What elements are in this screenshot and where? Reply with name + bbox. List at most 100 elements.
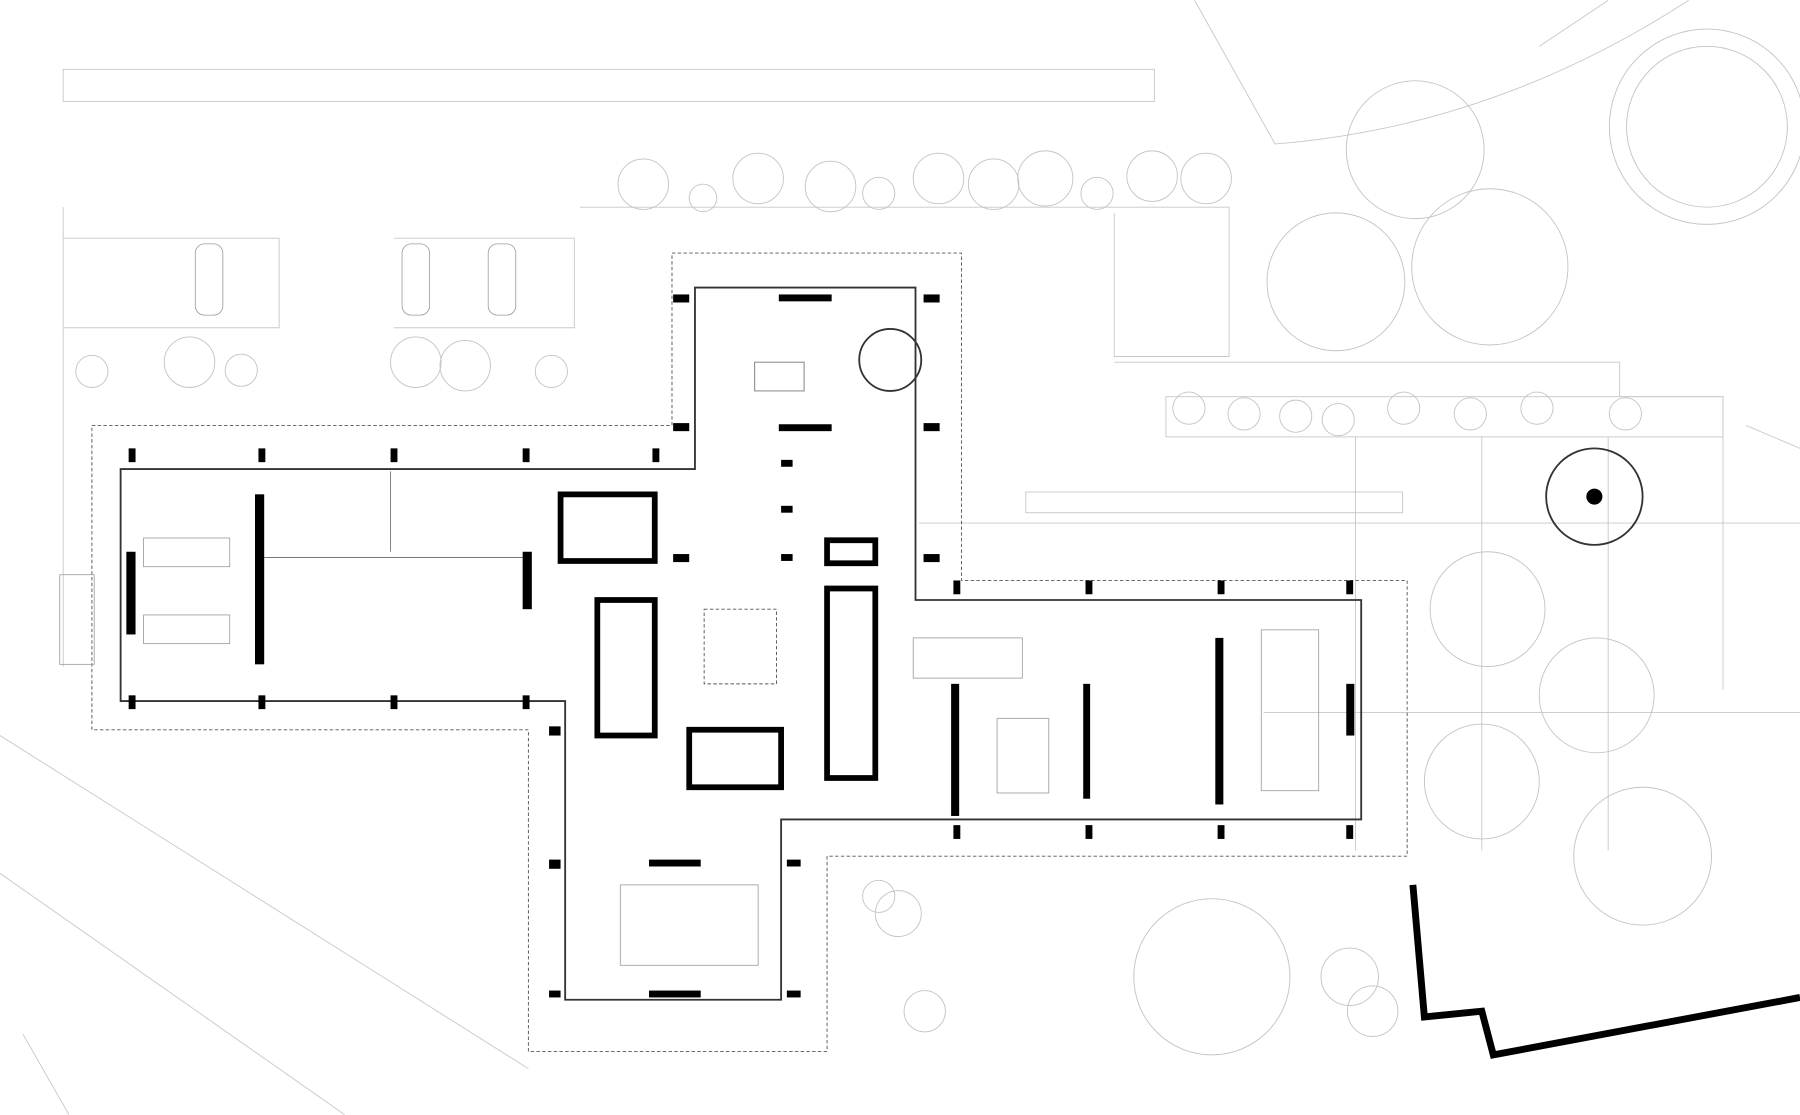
round-room <box>858 327 923 392</box>
column <box>522 551 532 610</box>
column <box>1346 683 1355 736</box>
tree <box>163 336 216 388</box>
road-edge <box>1538 0 1609 47</box>
tree <box>75 354 109 388</box>
column <box>1215 637 1224 805</box>
column <box>522 695 530 710</box>
roundabout-inner <box>1626 45 1788 208</box>
column <box>522 448 530 463</box>
entry-ramp <box>580 206 1230 357</box>
tree <box>862 879 896 913</box>
tree <box>1538 637 1655 754</box>
tree <box>804 160 857 213</box>
parked-cars <box>194 243 517 316</box>
tree <box>1573 786 1713 926</box>
road-curve <box>1194 0 1689 145</box>
atrium-void <box>703 608 777 685</box>
bench <box>1025 491 1404 514</box>
tree <box>1180 152 1232 205</box>
tree <box>1017 150 1074 207</box>
column <box>778 424 832 432</box>
desk <box>143 614 231 645</box>
column <box>128 695 136 710</box>
column <box>786 990 801 998</box>
tree <box>967 158 1020 210</box>
tree <box>1227 397 1261 431</box>
tree <box>439 339 491 392</box>
column <box>781 505 793 513</box>
column <box>126 551 136 635</box>
column <box>390 695 398 710</box>
roof-outline <box>91 252 1408 1052</box>
retaining-wall <box>1409 884 1800 1059</box>
column <box>953 825 961 839</box>
tree <box>1346 985 1399 1037</box>
column <box>1217 580 1225 595</box>
planter <box>1165 396 1724 438</box>
tree <box>1126 150 1178 202</box>
column <box>258 695 266 710</box>
tree <box>1520 391 1554 425</box>
tree <box>1172 391 1206 425</box>
tree <box>1608 397 1642 431</box>
column <box>649 859 701 867</box>
tree <box>390 336 442 388</box>
column <box>1085 825 1093 839</box>
tree <box>688 183 718 213</box>
car <box>487 243 517 316</box>
paving-grid <box>918 436 1800 851</box>
conference-table <box>1260 629 1320 792</box>
desk <box>143 537 231 568</box>
column <box>258 448 266 463</box>
tree <box>224 353 258 387</box>
column <box>549 859 561 869</box>
tree <box>732 152 784 205</box>
column <box>673 294 690 303</box>
column <box>781 554 793 561</box>
column <box>781 459 793 467</box>
tree <box>903 990 946 1033</box>
trees <box>75 80 1713 1056</box>
column <box>673 554 690 563</box>
column <box>951 683 960 816</box>
column <box>549 990 561 998</box>
tree <box>1266 212 1406 352</box>
column <box>1085 580 1093 595</box>
car <box>194 243 224 316</box>
tree <box>912 152 965 205</box>
column <box>1346 580 1354 595</box>
side-stair <box>59 574 95 665</box>
exterior-wall <box>119 286 1363 1001</box>
tree <box>1279 399 1313 433</box>
tree <box>1080 176 1114 210</box>
interior-partitions <box>264 361 805 558</box>
column <box>923 554 940 563</box>
tree <box>617 158 669 210</box>
column <box>673 423 690 432</box>
north-planting-strip <box>62 68 1155 102</box>
car <box>401 243 431 316</box>
meeting-table <box>996 717 1050 794</box>
topography-lines <box>0 424 1800 1115</box>
column <box>778 294 832 302</box>
tree <box>1453 397 1487 431</box>
column <box>549 726 561 736</box>
column <box>649 990 701 998</box>
tree <box>862 176 896 210</box>
column <box>1083 683 1091 799</box>
column <box>923 294 940 303</box>
column <box>1346 825 1354 839</box>
building <box>59 252 1408 1052</box>
stair-and-lift-cores <box>557 491 879 791</box>
spiral-stair <box>1545 447 1644 546</box>
tree <box>1321 403 1355 437</box>
tree <box>1133 898 1291 1056</box>
tree <box>1387 391 1421 425</box>
auditorium-seating <box>619 884 759 966</box>
parking-lines <box>62 207 575 667</box>
tree <box>534 354 568 388</box>
roundabout <box>1608 28 1800 225</box>
tree <box>874 890 922 938</box>
